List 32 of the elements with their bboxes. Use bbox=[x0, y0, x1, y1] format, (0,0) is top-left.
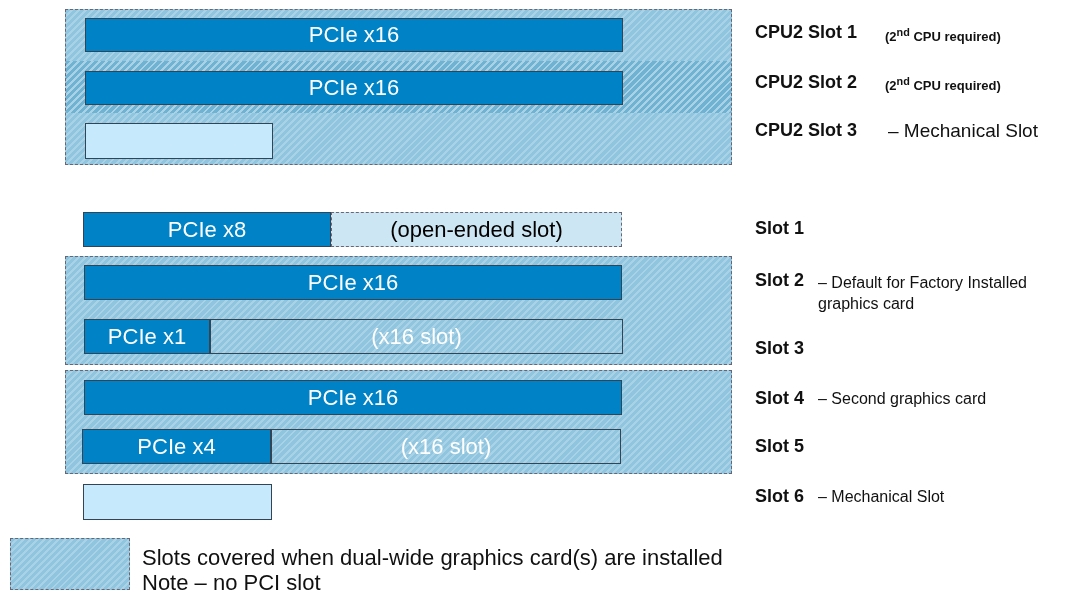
pcie-slot: PCIe x16 bbox=[84, 265, 622, 300]
slot-note: (2$^{nd}$ CPU required) bbox=[885, 75, 1001, 94]
slot-note: – Mechanical Slot bbox=[888, 120, 1038, 142]
pcie-slot: PCIe x16 bbox=[84, 380, 622, 415]
legend-label: Slots covered when dual-wide graphics card(s) are installed bbox=[142, 545, 723, 571]
open-ended-slot-extension: (open-ended slot) bbox=[331, 212, 622, 247]
pcie-slot: PCIe x1 bbox=[84, 319, 210, 354]
slot-name: Slot 6 bbox=[755, 486, 804, 507]
pcie-slot: PCIe x8 bbox=[83, 212, 331, 247]
covered-slot-area bbox=[65, 256, 732, 365]
slot-note: – Default for Factory Installed graphics card bbox=[818, 273, 1028, 314]
slot-note: – Second graphics card bbox=[818, 390, 987, 408]
slot-name: Slot 1 bbox=[755, 218, 804, 239]
pcie-slot: PCIe x4 bbox=[82, 429, 271, 464]
pcie-slot: PCIe x16 bbox=[85, 18, 623, 52]
mechanical-slot bbox=[85, 123, 273, 159]
covered-slot-area bbox=[65, 9, 732, 165]
slot-name: CPU2 Slot 1 bbox=[755, 22, 858, 43]
x16-slot-area: (x16 slot) bbox=[271, 429, 621, 464]
slot-note: (2$^{nd}$ CPU required) bbox=[885, 26, 1001, 45]
slot-name: Slot 2 bbox=[755, 270, 804, 291]
x16-slot-area: (x16 slot) bbox=[210, 319, 623, 354]
slot-name: Slot 4 bbox=[755, 388, 804, 409]
slot-name: Slot 3 bbox=[755, 338, 804, 359]
covered-slot-area bbox=[65, 370, 732, 474]
mechanical-slot bbox=[83, 484, 272, 520]
note: Note – no PCI slot bbox=[142, 570, 321, 594]
slot-name: CPU2 Slot 2 bbox=[755, 72, 858, 93]
slot-name: Slot 5 bbox=[755, 436, 804, 457]
slot-note: – Mechanical Slot bbox=[818, 488, 945, 506]
slot-name: CPU2 Slot 3 bbox=[755, 120, 858, 141]
pcie-slot: PCIe x16 bbox=[85, 71, 623, 105]
